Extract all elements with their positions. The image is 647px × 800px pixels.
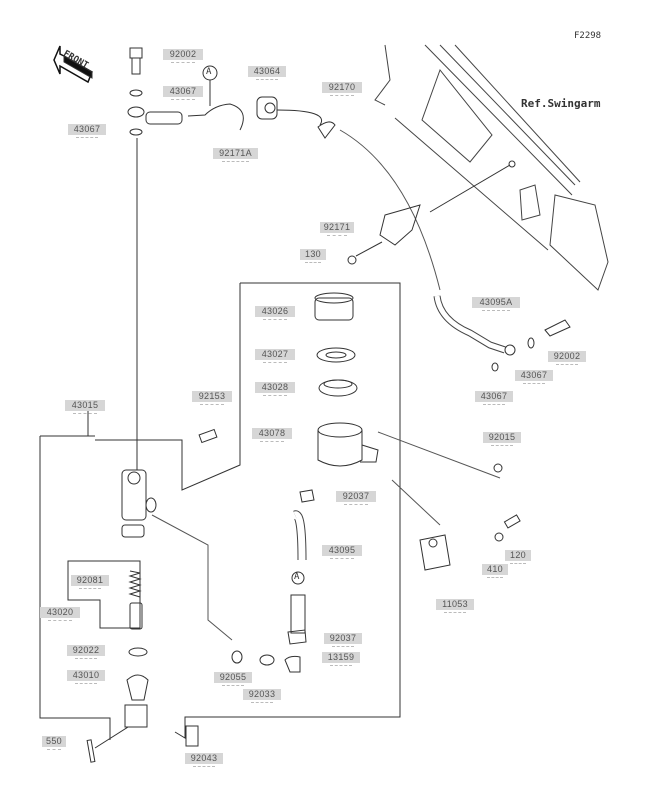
hose-43095A [433, 295, 571, 372]
part-label-92015[interactable]: 92015 [483, 432, 521, 446]
part-label-92170[interactable]: 92170 [322, 82, 362, 96]
banjo-bolt-top [127, 47, 244, 136]
part-label-11053[interactable]: 11053 [436, 599, 474, 613]
hose-route-line [339, 129, 441, 291]
piston-kit-frame [67, 560, 141, 629]
connector-marker-a-top: A [206, 67, 212, 77]
bracket-92171 [347, 160, 516, 265]
part-label-13159[interactable]: 13159 [322, 652, 360, 666]
part-label-43026[interactable]: 43026 [255, 306, 295, 320]
part-label-550[interactable]: 550 [42, 736, 66, 750]
figure-code: F2298 [574, 31, 602, 41]
master-cylinder-group-frame [39, 283, 241, 740]
part-label-43015[interactable]: 43015 [65, 400, 105, 414]
part-label-43020[interactable]: 43020 [40, 607, 80, 621]
part-label-43027[interactable]: 43027 [255, 349, 295, 363]
part-label-92081[interactable]: 92081 [71, 575, 109, 589]
part-label-130[interactable]: 130 [300, 249, 326, 263]
part-label-43067[interactable]: 43067 [163, 86, 203, 100]
part-label-92037[interactable]: 92037 [336, 491, 376, 505]
brake-light-switch [391, 463, 521, 571]
part-label-43010[interactable]: 43010 [67, 670, 105, 684]
reservoir-parts [314, 292, 501, 479]
reference-swingarm: Ref.Swingarm [521, 97, 601, 110]
part-label-92037[interactable]: 92037 [324, 633, 362, 647]
part-label-92002[interactable]: 92002 [548, 351, 586, 365]
part-label-92043[interactable]: 92043 [185, 753, 223, 767]
part-label-92153[interactable]: 92153 [192, 391, 232, 405]
reservoir-group-frame [174, 282, 401, 739]
part-label-92055[interactable]: 92055 [214, 672, 252, 686]
part-label-43095[interactable]: 43095 [322, 545, 362, 559]
swingarm-outline [374, 44, 609, 291]
master-cylinder-body [121, 428, 218, 538]
front-arrow-icon [53, 45, 93, 84]
part-label-43078[interactable]: 43078 [252, 428, 292, 442]
part-label-43095a[interactable]: 43095A [472, 297, 520, 311]
part-label-92171a[interactable]: 92171A [213, 148, 258, 162]
part-label-43067[interactable]: 43067 [68, 124, 106, 138]
part-label-92171[interactable]: 92171 [320, 222, 354, 236]
piston-kit [86, 570, 199, 763]
part-label-43067[interactable]: 43067 [515, 370, 553, 384]
part-label-92033[interactable]: 92033 [243, 689, 281, 703]
connector-marker-a-bottom: A [294, 572, 300, 582]
part-label-92002[interactable]: 92002 [163, 49, 203, 63]
part-label-410[interactable]: 410 [482, 564, 508, 578]
reservoir-hose-43095 [151, 489, 315, 673]
clamp-92170 [317, 121, 336, 139]
part-label-92022[interactable]: 92022 [67, 645, 105, 659]
part-label-43028[interactable]: 43028 [255, 382, 295, 396]
part-label-43067[interactable]: 43067 [475, 391, 513, 405]
hose-line-upper [276, 109, 323, 126]
hose-grommet [256, 96, 278, 120]
part-label-120[interactable]: 120 [505, 550, 531, 564]
part-label-43064[interactable]: 43064 [248, 66, 286, 80]
